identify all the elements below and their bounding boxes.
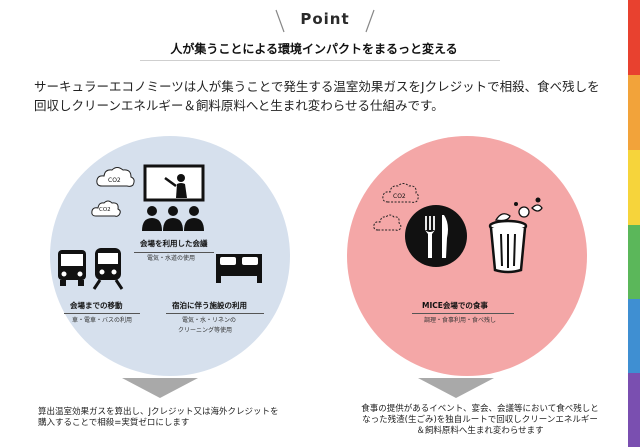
meeting-detail: 電気・水道の使用 (147, 255, 196, 262)
food-waste-icon (494, 197, 543, 222)
description-line-2: 回収しクリーンエネルギー＆飼料原料へと生まれ変わらせる仕組みです。 (34, 98, 444, 113)
point-decoration (275, 9, 375, 33)
co2-label: CO2 (108, 177, 121, 184)
left-footer-line-1: 算出温室効果ガスを算出し、Jクレジット又は海外クレジットを (38, 407, 279, 417)
headline-divider (140, 60, 500, 61)
presentation-icon (143, 164, 205, 202)
plate-cutlery-icon (405, 205, 467, 267)
lodging-underline (166, 313, 264, 314)
audience-icon (142, 206, 204, 231)
left-footer-line-2: 購入することで相殺=実質ゼロにします (38, 418, 190, 428)
headline: 人が集うことによる環境インパクトをまるっと変える (170, 42, 458, 56)
co2-label: CO2 (99, 207, 111, 213)
trash-bin-icon (488, 219, 528, 274)
food-detail: 調理・食事利用・食べ残し (424, 317, 497, 324)
transport-underline (64, 313, 140, 314)
cloud-icon (91, 200, 121, 217)
co2-label: CO2 (393, 193, 406, 200)
down-arrow-icon (122, 378, 198, 398)
description-line-1: サーキュラーエコノミーツは人が集うことで発生する温室効果ガスをJクレジットで相殺… (34, 79, 600, 94)
transport-detail: 車・電車・バスの利用 (72, 317, 133, 324)
right-footer-line-3: ＆飼料原料へ生まれ変わらせます (416, 426, 544, 436)
right-footer-text: 食事の提供があるイベント、宴会、会議等において食べ残しと なった残渣(生ごみ)を… (345, 404, 615, 437)
lodging-detail-2: クリーニング等使用 (178, 327, 233, 334)
right-footer-line-1: 食事の提供があるイベント、宴会、会議等において食べ残しと (361, 404, 599, 414)
left-footer-text: 算出温室効果ガスを算出し、Jクレジット又は海外クレジットを 購入することで相殺=… (38, 407, 308, 429)
meeting-underline (134, 252, 214, 253)
train-icon (92, 248, 124, 290)
food-title: MICE会場での食事 (422, 301, 488, 310)
meeting-title: 会場を利用した会議 (140, 239, 208, 248)
right-food-circle (347, 136, 587, 376)
transport-title: 会場までの移動 (70, 301, 123, 310)
point-title: Point (300, 10, 350, 28)
food-underline (412, 313, 514, 314)
cloud-icon (373, 214, 402, 231)
lodging-detail-1: 電気・水・リネンの (182, 317, 237, 324)
down-arrow-icon (418, 378, 494, 398)
bed-icon (216, 254, 262, 283)
lodging-title: 宿泊に伴う施設の利用 (172, 301, 247, 310)
rainbow-edge-strip (628, 0, 640, 447)
right-footer-line-2: なった残渣(生ごみ)を独自ルートで回収しクリーンエネルギー (362, 415, 598, 425)
cloud-icon (96, 167, 135, 187)
bus-icon (58, 250, 86, 286)
cloud-icon (382, 183, 419, 203)
